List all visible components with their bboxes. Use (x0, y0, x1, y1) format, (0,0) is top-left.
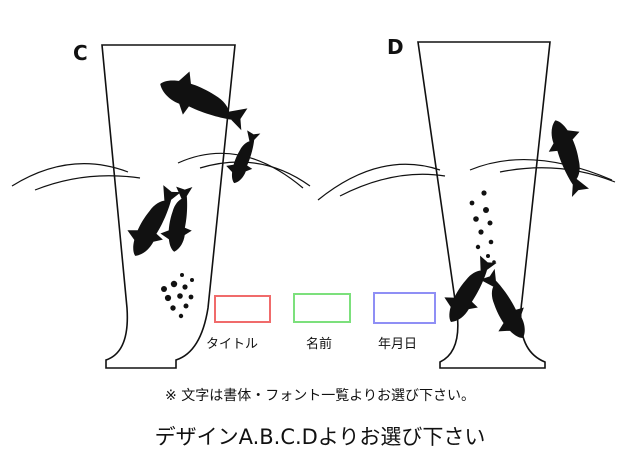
glass-outline (417, 41, 551, 369)
wave-icon (317, 159, 616, 201)
glass-c (11, 44, 311, 369)
dolphin-icon (435, 113, 600, 347)
bubbles-icon (161, 273, 194, 319)
wave-icon (11, 152, 311, 191)
legend-label-date: 年月日 (378, 337, 418, 352)
dolphin-icon (118, 63, 265, 264)
legend-boxes (214, 292, 436, 324)
legend-label-title: タイトル (206, 337, 259, 352)
glass-d (317, 41, 616, 369)
bubbles-icon (469, 190, 496, 264)
font-selection-note: ※ 文字は書体・フォント一覧よりお選び下さい。 (165, 388, 475, 404)
variant-label-c: C (73, 41, 88, 65)
legend-box-date (373, 292, 436, 324)
design-selection-headline: デザインA.B.C.Dよりお選び下さい (154, 425, 486, 449)
legend-box-name (293, 293, 351, 323)
legend-label-name: 名前 (306, 337, 333, 352)
glass-outline (101, 44, 236, 369)
legend-box-title (214, 295, 271, 323)
variant-label-d: D (387, 35, 404, 59)
